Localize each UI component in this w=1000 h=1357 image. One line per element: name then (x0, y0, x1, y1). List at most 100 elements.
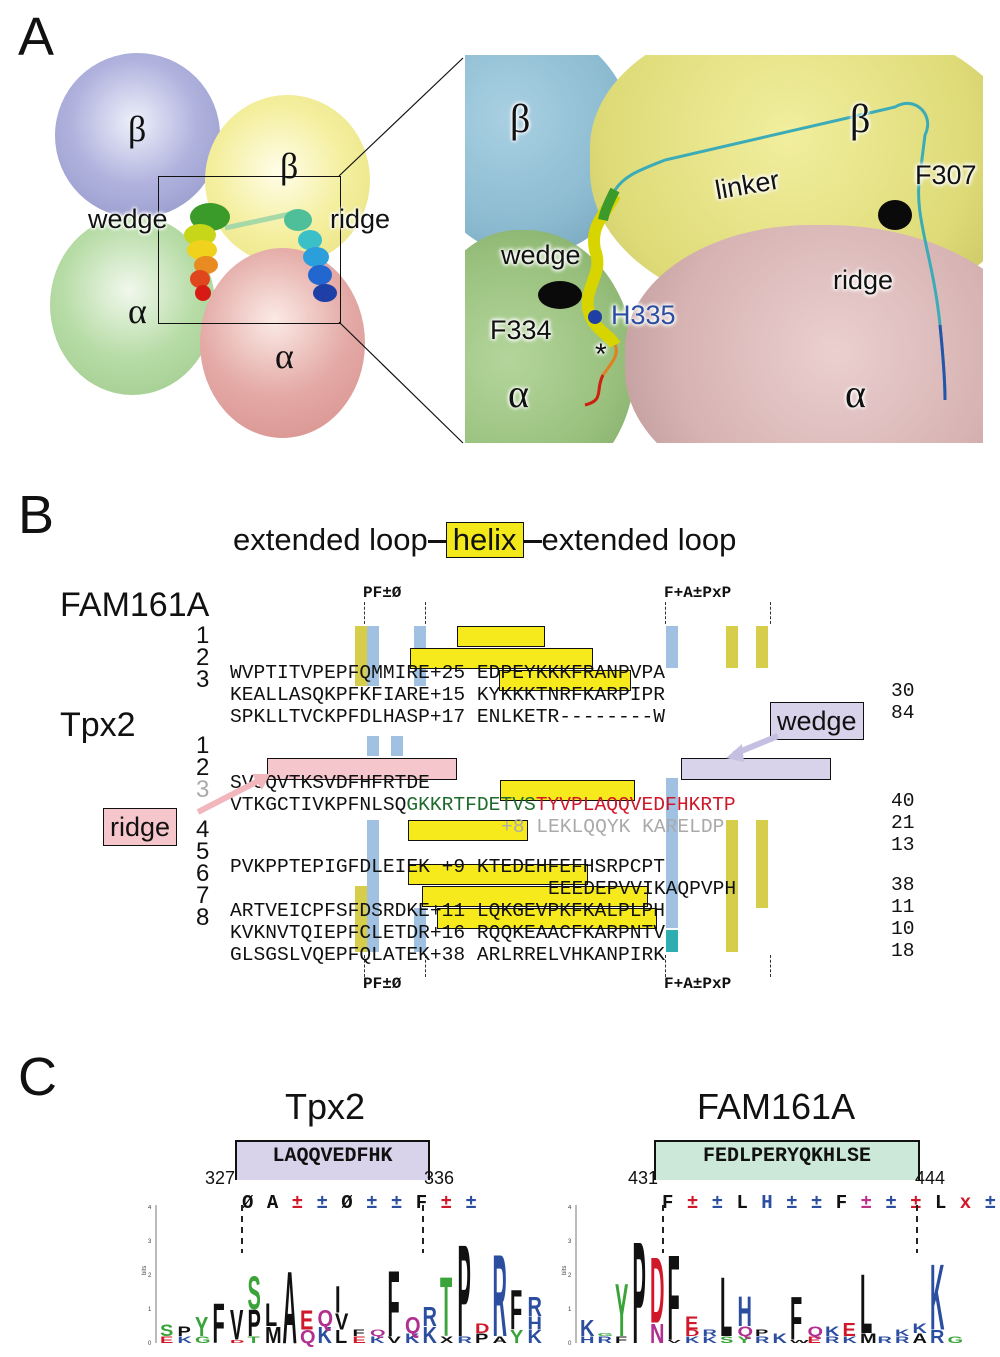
logo-letter: K (423, 1321, 438, 1348)
pattern-symbol: ± (390, 1192, 416, 1214)
motif-bracket (425, 955, 426, 977)
logo-letter: R (493, 1230, 507, 1357)
pattern-symbol: ± (316, 1192, 342, 1214)
motif-bracket (665, 602, 666, 624)
pattern-symbol: x (959, 1192, 985, 1214)
sequence: GLSGSLVQEPFQLATEK+38 ARLRRELVHKANPIRK (230, 944, 666, 966)
row-number: 7 (196, 882, 210, 909)
motif-bracket (665, 955, 666, 977)
pattern-symbol: ± (860, 1192, 886, 1214)
logo-letter: E (160, 1335, 173, 1345)
logo-letter: Y (195, 1312, 208, 1343)
logo-letter: E (353, 1335, 366, 1345)
sequence-segment: GKKRTFDETVS (406, 794, 536, 816)
motif-box-fam161a: FEDLPERYQKHLSE (654, 1140, 920, 1180)
helix-box (410, 648, 593, 669)
motif-box-tpx2: LAQQVEDFHK (235, 1140, 430, 1180)
logo-letter: Q (318, 1304, 334, 1331)
linker-rod (224, 210, 296, 231)
beta-label: β (850, 96, 871, 141)
y-axis-label: bits (562, 1266, 568, 1275)
logo-letter: S (720, 1335, 733, 1345)
end-residue: 444 (915, 1168, 946, 1188)
logo-letter: Y (510, 1327, 523, 1348)
logo-letter: R (528, 1292, 543, 1323)
row-number: 4 (196, 816, 210, 843)
y-tick-label: 4 (568, 1205, 572, 1211)
alignment-row: 3 SPKLLTVCKPFDLHASP+17 ENLKETR--------W (196, 668, 665, 729)
conserved-f-column (666, 778, 678, 928)
logo-letter: K (825, 1323, 840, 1339)
logo-letter: R (825, 1335, 839, 1345)
logo-letter: M (265, 1321, 282, 1348)
pattern-symbol: A (266, 1192, 292, 1214)
logo-letter: P (248, 1304, 261, 1345)
alignment-row: 8 GLSGSLVQEPFQLATEK+38 ARLRRELVHKANPIRK (196, 906, 665, 967)
helix-box (437, 908, 657, 929)
pattern-symbol: ± (786, 1192, 811, 1214)
logo-letter: T (440, 1259, 452, 1354)
pattern-symbol: L (934, 1192, 960, 1214)
logo-letter: F (668, 1229, 680, 1357)
pattern-symbol: H (761, 1192, 787, 1214)
motif-fap-top: F+A±PxP (664, 584, 732, 602)
pattern-symbol: ± (686, 1192, 712, 1214)
logo-letter: P (458, 1217, 471, 1357)
residue-count: 13 (891, 834, 915, 856)
logo-letter: P (178, 1323, 191, 1339)
start-residue: 431 (628, 1168, 659, 1188)
motif-fap-bottom: F+A±PxP (664, 975, 732, 993)
residue-count: 11 (891, 896, 915, 918)
logo-title-fam161a: FAM161A (697, 1086, 856, 1127)
logo-letter: E (685, 1313, 698, 1334)
pattern-symbol: ± (440, 1192, 466, 1214)
helix-label: helix (445, 522, 524, 558)
alpha-subunit-right (200, 248, 365, 438)
f307-sphere (878, 200, 912, 230)
y-tick-label: 2 (568, 1273, 572, 1279)
panel-a-label: A (18, 7, 55, 67)
h335-sphere (588, 310, 602, 324)
motif-bracket (770, 602, 771, 624)
ridge-region-box (267, 758, 457, 780)
logo-letter: K (370, 1335, 385, 1345)
connector-dash (523, 540, 542, 544)
motif-bracket (364, 955, 365, 977)
row-number: 6 (196, 860, 210, 887)
logo-letter: L (335, 1327, 347, 1348)
logo-letter: K (913, 1320, 928, 1336)
sequence: SPKLLTVCKPFDLHASP+17 ENLKETR--------W (230, 706, 666, 728)
ridge-arrow (196, 774, 270, 815)
asterisk-marker: * (595, 338, 607, 371)
alignment-row: 5 EEEDEPVVIKAQPVPH 11 (196, 840, 915, 919)
logo-letter: L (720, 1259, 732, 1354)
ridge-callout: ridge (103, 808, 178, 846)
logo-letter: D (230, 1339, 244, 1344)
row-number: 5 (196, 838, 210, 865)
wedge-region-box (681, 758, 831, 780)
connector-dash (427, 540, 446, 544)
logo-letter: P (633, 1211, 646, 1357)
logo-letter: V (668, 1339, 682, 1344)
panel-c-label: C (18, 1047, 57, 1107)
alpha-subunit-right-surface (625, 225, 983, 443)
beta-subunit-left (55, 53, 220, 218)
sequence: EEEDEPVVIKAQPVPH (548, 878, 737, 900)
logo-letter: Y (738, 1335, 752, 1345)
logo-letter: K (843, 1335, 858, 1345)
logo-letter: R (423, 1302, 438, 1333)
residue-count: 84 (891, 702, 915, 724)
y-tick-label: 0 (568, 1341, 572, 1347)
logo-letter: R (878, 1335, 892, 1345)
ridge-loop-blob (284, 209, 337, 302)
zoom-region-box (158, 176, 341, 324)
conserved-p-column (355, 886, 367, 952)
conserved-h-cell (666, 930, 678, 952)
alpha-label: α (275, 336, 294, 376)
conserved-hydrophobic-column (414, 908, 426, 952)
residue-count: 21 (891, 812, 915, 834)
logo-letter: K (405, 1330, 420, 1346)
logo-letter: F (615, 1335, 627, 1345)
alpha-label: α (128, 291, 147, 331)
